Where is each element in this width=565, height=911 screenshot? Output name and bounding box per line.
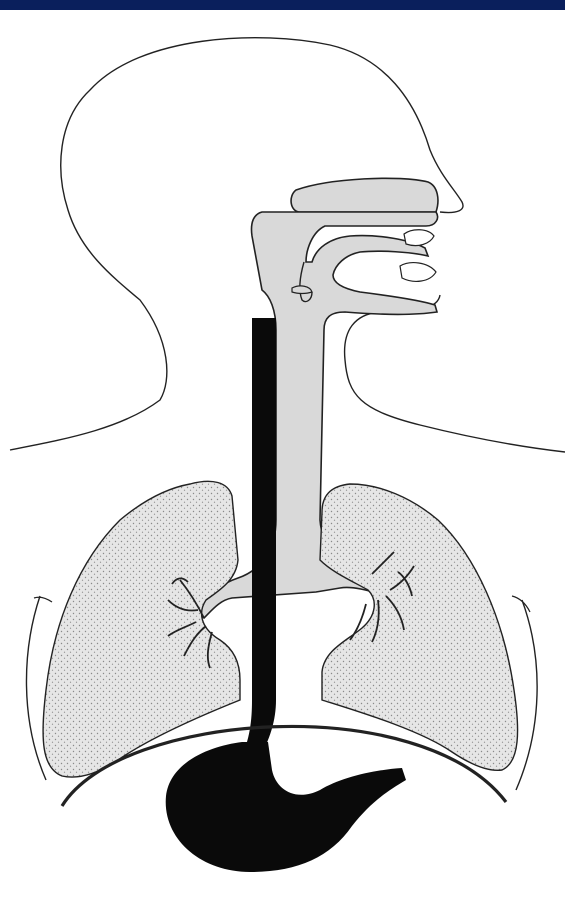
upper-teeth [404, 230, 434, 246]
top-accent-bar [0, 0, 565, 10]
rib-arc-left [516, 600, 537, 790]
stomach [166, 742, 406, 872]
respiratory-diagram-svg [0, 10, 565, 911]
nasal-cavity [291, 178, 438, 212]
esophagus [240, 318, 276, 760]
left-lung [320, 484, 518, 770]
respiratory-diagram [0, 10, 565, 911]
rib-arc-right-top [34, 597, 52, 602]
rib-arc-right [26, 596, 46, 780]
face-chin-outline [345, 295, 565, 452]
lower-teeth [400, 263, 436, 282]
rib-arc-left-top [512, 596, 530, 612]
